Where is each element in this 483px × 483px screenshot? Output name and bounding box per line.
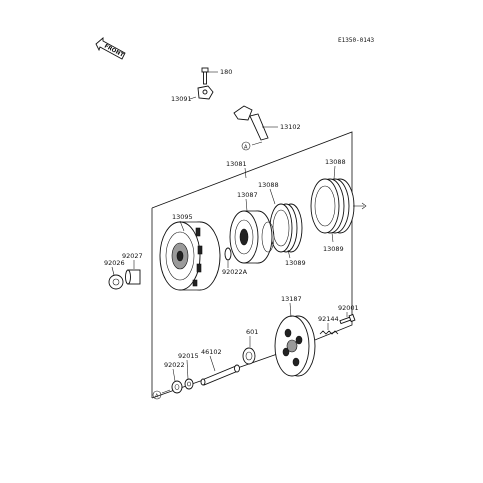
lever-13102 [233, 105, 278, 141]
spring-92144 [319, 330, 339, 335]
callout-180: 180 [220, 68, 232, 76]
callout-92026: 92026 [104, 259, 125, 267]
clutch-hub-13087 [229, 210, 275, 264]
clutch-plates-middle [269, 203, 303, 253]
callout-13091: 13091 [171, 95, 192, 103]
front-arrow-icon: FRONT [95, 37, 126, 60]
callout-a-top: A [244, 145, 248, 151]
bolt-92001 [339, 313, 356, 325]
assembly-outline [151, 131, 353, 347]
bearing-601 [242, 347, 256, 365]
callout-13088-right: 13088 [325, 158, 346, 166]
washer-92026 [108, 274, 124, 290]
callout-92015: 92015 [178, 352, 199, 360]
callout-92022a: 92022A [222, 268, 248, 276]
clutch-plates-right [310, 178, 367, 234]
callout-92027: 92027 [122, 252, 143, 260]
sleeve-92027 [125, 269, 141, 285]
callout-92001: 92001 [338, 304, 359, 312]
callout-13095: 13095 [172, 213, 193, 221]
callout-13089-right: 13089 [323, 245, 344, 253]
callout-601: 601 [246, 328, 258, 336]
push-rod-46102 [200, 364, 240, 386]
callout-92022: 92022 [164, 361, 185, 369]
washer-92022a [224, 247, 232, 261]
bracket-13091 [189, 85, 214, 100]
callout-13102: 13102 [280, 123, 301, 131]
front-label: FRONT [103, 43, 125, 58]
callout-92144: 92144 [318, 315, 339, 323]
callout-13087: 13087 [237, 191, 258, 199]
washer-92022 [171, 380, 183, 394]
callout-13081: 13081 [226, 160, 247, 168]
callout-46102: 46102 [201, 348, 222, 356]
pressure-plate-13187 [274, 315, 316, 377]
bolt-180 [201, 67, 218, 85]
washer-92015 [184, 378, 194, 390]
diagram-code: E1350-0143 [338, 37, 375, 44]
callout-13187: 13187 [281, 295, 302, 303]
clutch-housing-13095 [159, 221, 221, 291]
callout-a-bottom: A [155, 394, 159, 400]
callout-13088-mid: 13088 [258, 181, 279, 189]
callout-13089-mid: 13089 [285, 259, 306, 267]
